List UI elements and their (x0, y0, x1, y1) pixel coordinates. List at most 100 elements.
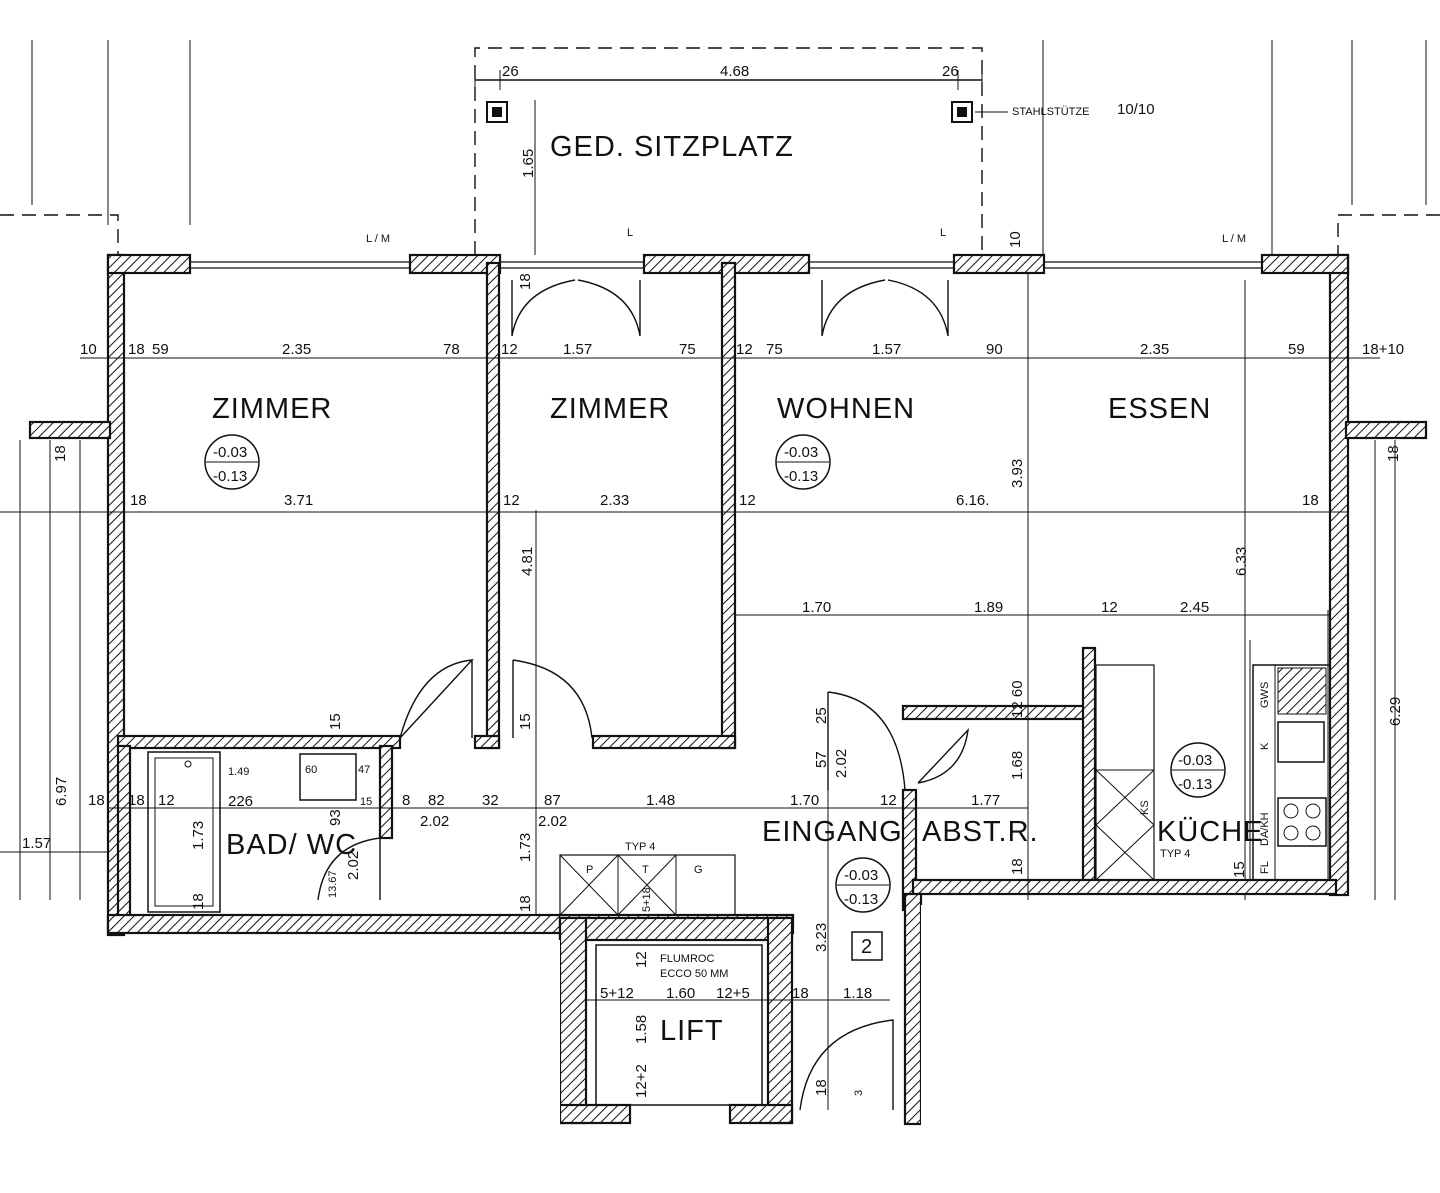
room-label-abstr: ABST.R. (922, 816, 1039, 848)
dim-r3-189: 1.89 (974, 599, 1003, 616)
windows (190, 261, 1262, 269)
dim-r4-18: 18 (88, 792, 105, 809)
dim-lift-18: 18 (792, 985, 809, 1002)
dim-v518: 5+18 (641, 887, 653, 912)
dim-r4-170: 1.70 (790, 792, 819, 809)
dim-r2-233: 2.33 (600, 492, 629, 509)
note-stahlstuetze: STAHLSTÜTZE (1012, 106, 1089, 118)
dim-v165: 1.65 (520, 149, 537, 178)
dim-v393: 3.93 (1009, 459, 1026, 488)
dim-v1367: 13.67 (327, 870, 339, 898)
dim-v18a: 18 (1385, 445, 1402, 462)
dim-r2-12a: 12 (503, 492, 520, 509)
note-lm-left: L / M (366, 233, 390, 245)
level-a-bottom: -0.13 (213, 468, 247, 485)
dim-v323: 3.23 (813, 923, 830, 952)
bathtub (147, 751, 221, 913)
dim-v15a: 15 (327, 713, 344, 730)
room-label-kueche: KÜCHE (1157, 816, 1264, 848)
dim-lift-160: 1.60 (666, 985, 695, 1002)
dim-r4-47: 47 (358, 764, 370, 776)
dim-v18d: 18 (517, 895, 534, 912)
dim-r4-18b: 18 (128, 792, 145, 809)
level-d-bottom: -0.13 (844, 891, 878, 908)
dim-r4-149: 1.49 (228, 766, 249, 778)
dim-r2-18: 18 (130, 492, 147, 509)
note-p: P (586, 864, 593, 876)
dim-r3-245: 2.45 (1180, 599, 1209, 616)
dim-top-468: 4.68 (720, 63, 749, 80)
dim-v15b: 15 (517, 713, 534, 730)
dim-r4-226: 226 (228, 793, 253, 810)
dim-r1-90: 90 (986, 341, 1003, 358)
sink (1277, 721, 1325, 763)
note-fl: FL (1259, 861, 1271, 874)
dim-v18c: 18 (190, 893, 207, 910)
dim-r4-82: 82 (428, 792, 445, 809)
dim-r1-12a: 12 (501, 341, 518, 358)
note-l-left: L (627, 227, 633, 239)
dim-r3-170: 1.70 (802, 599, 831, 616)
dishwasher-grid (1277, 667, 1327, 715)
level-marker-b (775, 434, 831, 490)
note-ks: KS (1139, 800, 1151, 815)
lift-cabin (595, 944, 763, 1106)
dim-v15c: 15 (1231, 861, 1248, 878)
dim-r1-75b: 75 (766, 341, 783, 358)
dim-v173a: 1.73 (190, 821, 207, 850)
room-label-sitzplatz: GED. SITZPLATZ (550, 131, 794, 163)
fixtures (147, 664, 1331, 1106)
dim-r4-12: 12 (158, 792, 175, 809)
room-label-bad: BAD/ WC (226, 829, 357, 861)
unit-number: 2 (861, 936, 872, 958)
dim-r1-235: 2.35 (282, 341, 311, 358)
dim-v157l: 1.57 (22, 835, 51, 852)
kitchen-cabinets (1095, 664, 1155, 881)
dim-r4-8: 8 (402, 792, 410, 809)
dim-v202c: 2.02 (345, 851, 362, 880)
note-typ4-kueche: TYP 4 (1160, 848, 1190, 860)
dim-v158: 1.58 (633, 1015, 650, 1044)
room-label-wohnen: WOHNEN (777, 393, 915, 425)
doors (317, 279, 969, 1111)
dim-r1-157b: 1.57 (872, 341, 901, 358)
dim-v173b: 1.73 (517, 833, 534, 862)
dim-r2-371: 3.71 (284, 492, 313, 509)
dim-r1-18: 18 (128, 341, 145, 358)
dim-r1-78: 78 (443, 341, 460, 358)
dim-v697: 6.97 (53, 777, 70, 806)
closet-unit (559, 854, 736, 916)
dimension-lines (0, 357, 1380, 1110)
dim-r1-75a: 75 (679, 341, 696, 358)
dim-r1-59b: 59 (1288, 341, 1305, 358)
level-marker-c (1170, 742, 1226, 798)
dim-v1260: 12 60 (1009, 680, 1026, 718)
dim-lift-512: 5+12 (600, 985, 634, 1002)
dim-r2-18b: 18 (1302, 492, 1319, 509)
dim-v202: 2.02 (833, 749, 850, 778)
level-marker-d (835, 857, 891, 913)
dim-top-26b: 26 (942, 63, 959, 80)
unit-number-box (851, 931, 883, 961)
dim-v18k: 18 (52, 445, 69, 462)
note-k: K (1259, 742, 1271, 750)
room-label-lift: LIFT (660, 1015, 724, 1047)
dim-v18e: 18 (1009, 858, 1026, 875)
walls (28, 253, 1428, 1126)
dim-r1-59: 59 (152, 341, 169, 358)
room-label-zimmer-1: ZIMMER (212, 393, 332, 425)
level-marker-a (204, 434, 260, 490)
dim-v10top: 10 (1007, 231, 1024, 248)
dim-r4-15: 15 (360, 796, 372, 808)
dim-r3-12: 12 (1101, 599, 1118, 616)
dim-v481: 4.81 (519, 547, 536, 576)
dim-v3: 3 (853, 1090, 865, 1096)
dim-v122: 12+2 (633, 1064, 650, 1098)
kitchen-counter (1252, 664, 1331, 881)
patio-outline (0, 47, 1440, 255)
dim-v18f: 18 (813, 1079, 830, 1096)
dim-v633: 6.33 (1233, 547, 1250, 576)
note-gws: GWS (1259, 682, 1271, 708)
level-a-top: -0.03 (213, 444, 247, 461)
dim-v168: 1.68 (1009, 751, 1026, 780)
